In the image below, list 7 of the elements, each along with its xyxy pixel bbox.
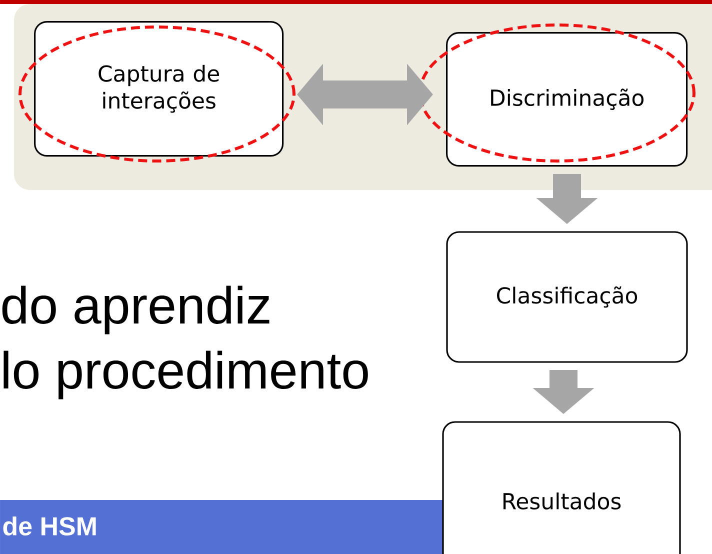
body-text: do aprendiz xyxy=(2,286,270,334)
body-text: lo procedimento xyxy=(4,350,368,400)
process-box: Resultados xyxy=(442,421,681,554)
footer-text: de HSM xyxy=(3,516,96,536)
process-box: Classificação xyxy=(446,231,688,363)
process-box: Discriminação xyxy=(446,32,688,167)
process-box: Captura de interações xyxy=(34,21,284,157)
